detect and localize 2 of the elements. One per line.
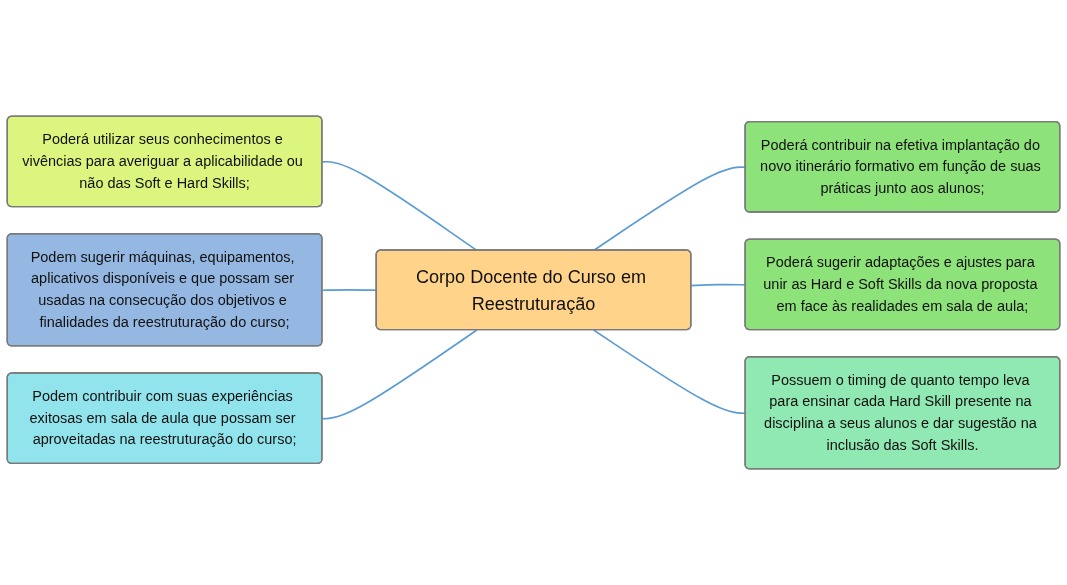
connector xyxy=(321,160,478,252)
connector xyxy=(321,329,478,420)
